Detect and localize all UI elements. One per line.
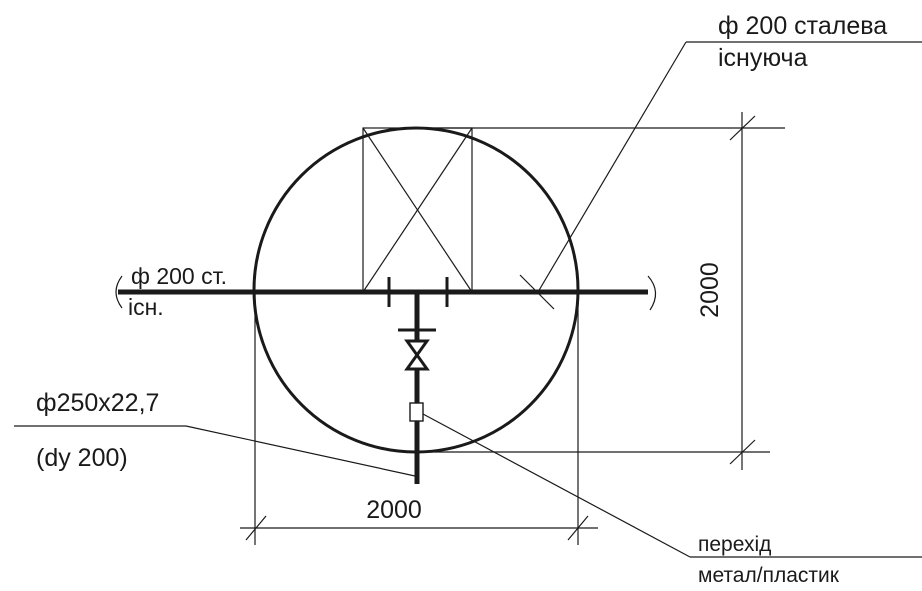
tee-flanges (387, 277, 449, 307)
leader-lines (14, 41, 922, 558)
pipe-left-label-line1: ф 200 ст. (131, 263, 227, 289)
outlet-pipe-label-line2: (dy 200) (36, 444, 128, 472)
main-pipe (115, 275, 657, 311)
outlet-branch (398, 292, 436, 484)
transition-fitting-icon (409, 402, 424, 422)
horizontal-dimension (240, 292, 598, 545)
valve-icon (404, 339, 430, 371)
outlet-pipe-label-line1: ф250х22,7 (36, 389, 159, 417)
horizontal-dimension-value: 2000 (366, 496, 422, 524)
transition-label-line1: перехід (698, 533, 771, 556)
vertical-dimension (430, 112, 785, 470)
vertical-dimension-value: 2000 (696, 262, 724, 318)
pipe-existing-label-line2: існуюча (718, 44, 808, 72)
transition-label-line2: метал/пластик (698, 564, 840, 587)
pipe-left-label-line2: існ. (128, 294, 164, 320)
hatch-opening (362, 127, 473, 293)
pipe-existing-label-line1: ф 200 сталева (718, 12, 887, 40)
